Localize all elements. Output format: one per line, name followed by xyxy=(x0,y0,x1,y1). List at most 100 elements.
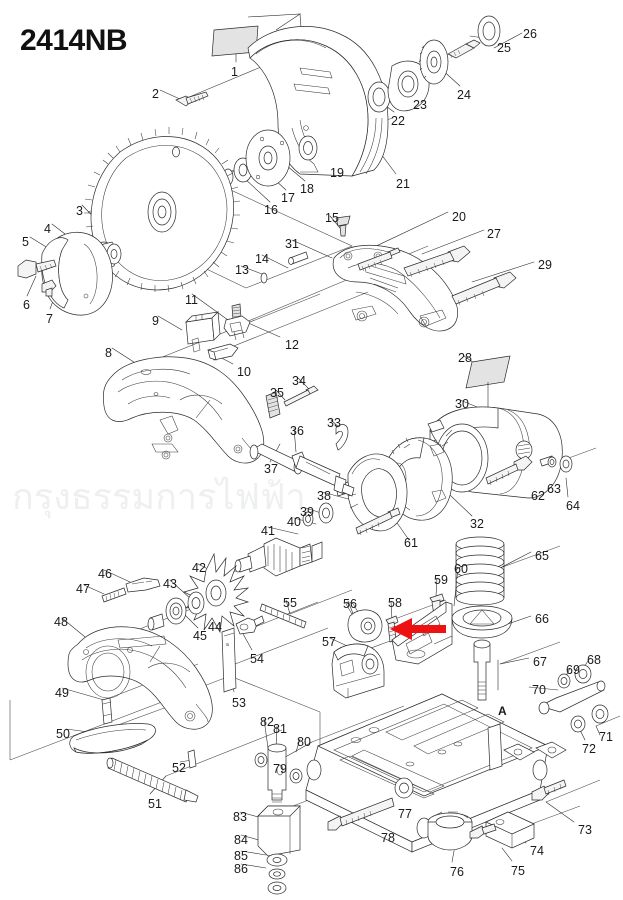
callout-number-46: 46 xyxy=(98,567,112,581)
callout-number-43: 43 xyxy=(163,577,177,591)
callout-number-47: 47 xyxy=(76,582,90,596)
callout-number-6: 6 xyxy=(23,298,30,312)
callout-number-30: 30 xyxy=(455,397,469,411)
callout-number-9: 9 xyxy=(152,314,159,328)
callout-number-27: 27 xyxy=(487,227,501,241)
callout-number-59: 59 xyxy=(434,573,448,587)
part-57-vise-bracket xyxy=(331,643,385,699)
callout-number-38: 38 xyxy=(317,489,331,503)
callout-number-12: 12 xyxy=(285,338,299,352)
parts-20-27-29-screws xyxy=(357,245,517,306)
callout-number-77: 77 xyxy=(398,807,412,821)
part-51-spring xyxy=(106,757,199,803)
callout-number-7: 7 xyxy=(46,312,53,326)
part-66-spring-seat xyxy=(451,605,513,639)
part-5-safety-cover xyxy=(41,232,113,316)
callout-number-44: 44 xyxy=(208,620,222,634)
callout-number-29: 29 xyxy=(538,258,552,272)
part-7-screw xyxy=(41,279,57,297)
callout-number-31: 31 xyxy=(285,237,299,251)
callout-number-63: 63 xyxy=(547,482,561,496)
callout-number-33: 33 xyxy=(327,416,341,430)
part-21-blade-guard xyxy=(247,26,389,177)
callout-number-57: 57 xyxy=(322,635,336,649)
callout-number-55: 55 xyxy=(283,596,297,610)
svg-text:a: a xyxy=(226,642,229,648)
callout-number-58: 58 xyxy=(388,596,402,610)
callout-number-86: 86 xyxy=(234,862,248,876)
callout-number-48: 48 xyxy=(54,615,68,629)
callout-number-8: 8 xyxy=(105,346,112,360)
parts-46-47-brush-holder xyxy=(101,577,161,603)
callout-number-18: 18 xyxy=(300,182,314,196)
callout-number-56: 56 xyxy=(343,597,357,611)
callout-number-3: 3 xyxy=(76,204,83,218)
callout-number-15: 15 xyxy=(325,211,339,225)
part-53-guide-plate: a xyxy=(221,627,237,693)
callout-number-73: 73 xyxy=(578,823,592,837)
part-76-rubber-foot xyxy=(427,811,473,851)
parts-80-82-vise-screw xyxy=(254,743,303,803)
parts-68-69-washers xyxy=(557,664,592,689)
parts-39-40-bearing-washers xyxy=(302,502,334,527)
callout-number-60: 60 xyxy=(454,562,468,576)
part-55-chain xyxy=(259,603,307,629)
parts-16-19-flange-washers xyxy=(222,129,318,187)
section-marker-a: A xyxy=(498,704,507,718)
callout-number-71: 71 xyxy=(599,730,613,744)
part-8-handle-housing xyxy=(102,356,265,464)
callout-number-37: 37 xyxy=(264,462,278,476)
callout-number-40: 40 xyxy=(287,515,301,529)
callout-number-79: 79 xyxy=(273,762,287,776)
callout-number-25: 25 xyxy=(497,41,511,55)
callout-number-65: 65 xyxy=(535,549,549,563)
callout-number-42: 42 xyxy=(192,561,206,575)
part-41-armature xyxy=(234,537,323,577)
part-77-washer xyxy=(394,777,414,799)
parts-71-72-nuts xyxy=(570,704,609,733)
callout-number-62: 62 xyxy=(531,489,545,503)
callout-number-5: 5 xyxy=(22,235,29,249)
part-48-gear-housing xyxy=(67,626,213,730)
callout-number-84: 84 xyxy=(234,833,248,847)
part-78-long-bolt xyxy=(327,797,395,831)
part-9-switch xyxy=(184,311,221,353)
model-title: 2414NB xyxy=(20,24,128,57)
parts-33-37-shaft-brushes xyxy=(249,385,355,497)
parts-22-26-spindle-assembly xyxy=(367,15,501,113)
callout-number-52: 52 xyxy=(172,761,186,775)
part-10-lock-plate xyxy=(207,343,239,361)
callout-number-20: 20 xyxy=(452,210,466,224)
callout-number-51: 51 xyxy=(148,797,162,811)
callout-number-53: 53 xyxy=(232,696,246,710)
part-73-bolt xyxy=(531,779,567,801)
red-arrow-annotation xyxy=(390,618,446,640)
callout-number-32: 32 xyxy=(470,517,484,531)
callout-number-69: 69 xyxy=(566,663,580,677)
callout-number-16: 16 xyxy=(264,203,278,217)
callout-number-66: 66 xyxy=(535,612,549,626)
callout-number-26: 26 xyxy=(523,27,537,41)
callout-number-39: 39 xyxy=(300,505,314,519)
callout-number-80: 80 xyxy=(297,735,311,749)
part-61-long-bolt xyxy=(355,507,401,536)
callout-number-23: 23 xyxy=(413,98,427,112)
parts-62-64-fasteners xyxy=(485,455,573,486)
callout-number-1: 1 xyxy=(231,65,238,79)
watermark-text: กรุงธรรมการไฟฟ้า xyxy=(12,477,306,518)
part-70-guide-rod xyxy=(538,680,606,715)
callout-number-19: 19 xyxy=(330,166,344,180)
callout-number-45: 45 xyxy=(193,629,207,643)
part-2-screw xyxy=(175,91,209,107)
callout-number-21: 21 xyxy=(396,177,410,191)
callout-number-75: 75 xyxy=(511,864,525,878)
part-6-hex-bolt xyxy=(17,259,57,279)
callout-number-41: 41 xyxy=(261,524,275,538)
parts-43-45-bearings xyxy=(147,591,205,631)
part-1-nameplate xyxy=(211,13,303,57)
part-15-plug xyxy=(335,215,351,237)
callout-number-11: 11 xyxy=(185,293,198,307)
part-65-coil-spring xyxy=(455,536,505,606)
callout-number-14: 14 xyxy=(255,252,269,266)
